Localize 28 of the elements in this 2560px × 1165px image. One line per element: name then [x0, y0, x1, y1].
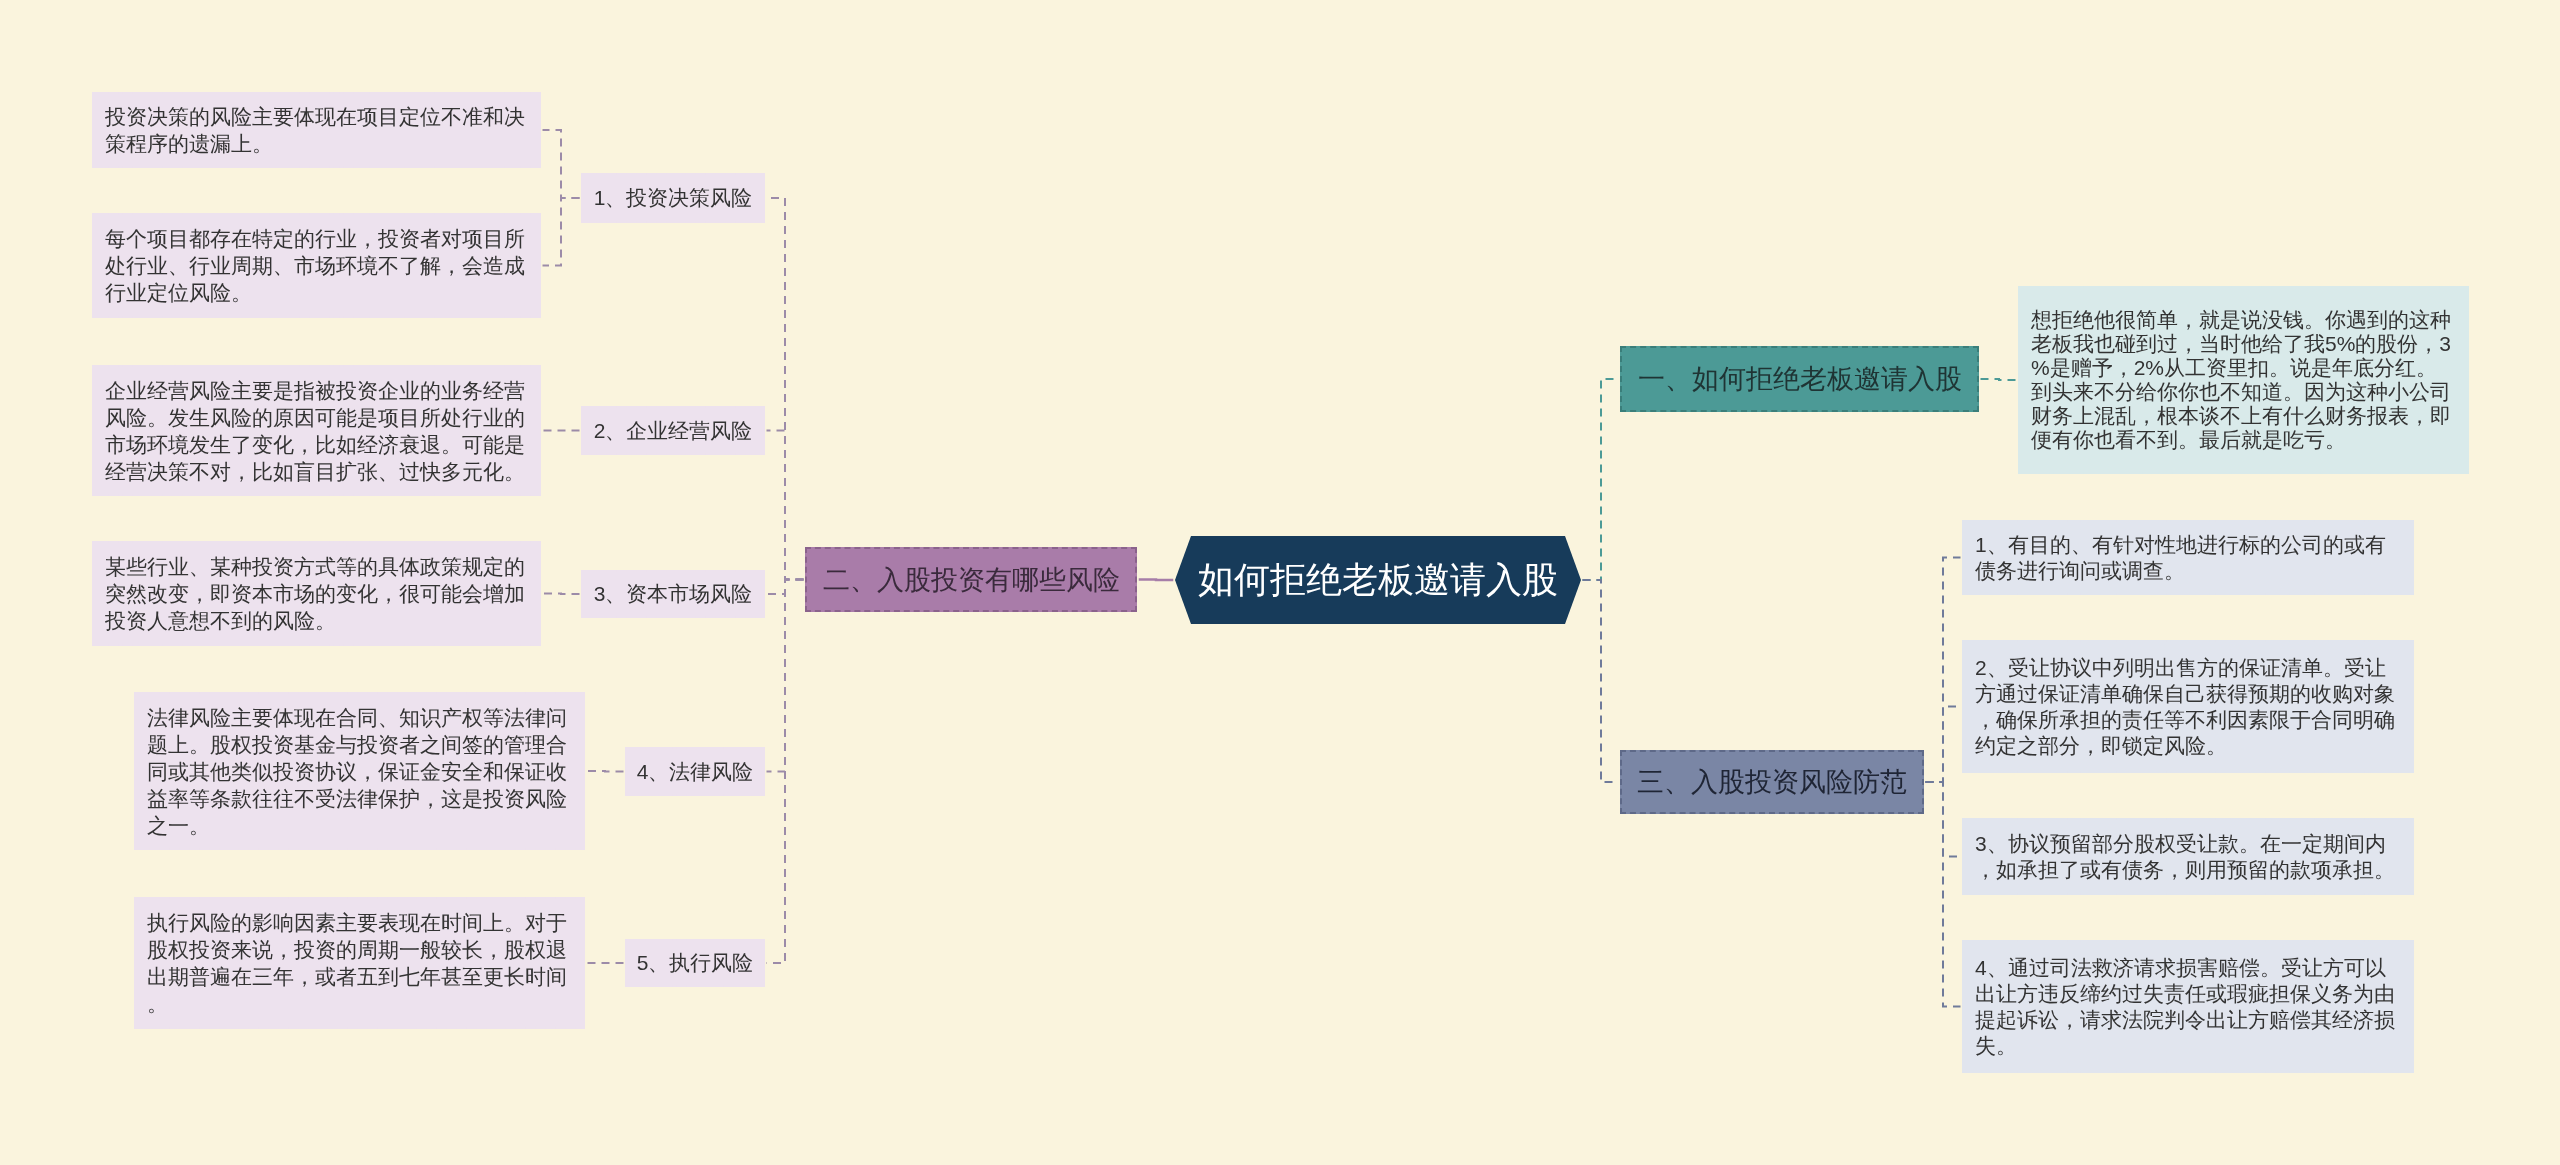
branch-box: 三、入股投资风险防范 [1620, 750, 1924, 814]
note-box: 每个项目都存在特定的行业，投资者对项目所处行业、行业周期、市场环境不了解，会造成行业定位风险。 [92, 213, 541, 318]
note-box: 法律风险主要体现在合同、知识产权等法律问题上。股权投资基金与投资者之间签的管理合同或其他类似投资协议，保证金安全和保证收益率等条款往往不受法律保护，这是投资风险之一。 [134, 692, 585, 850]
connector-line [585, 962, 625, 964]
note-box: 某些行业、某种投资方式等的具体政策规定的突然改变，即资本市场的变化，很可能会增加投资人意想不到的风险。 [92, 541, 541, 646]
connector-line [1979, 378, 2018, 381]
subtopic-box: 4、法律风险 [625, 747, 765, 796]
connector-line [1924, 781, 1962, 1008]
connector-line [585, 770, 625, 773]
subtopic-box: 1、投资决策风险 [581, 173, 765, 223]
connector-line [541, 592, 581, 595]
note-box: 执行风险的影响因素主要表现在时间上。对于股权投资来说，投资的周期一般较长，股权退出期普遍在三年，或者五到七年甚至更长时间。 [134, 897, 585, 1029]
note-box: 1、有目的、有针对性地进行标的公司的或有债务进行询问或调查。 [1962, 520, 2414, 595]
note-box: 投资决策的风险主要体现在项目定位不准和决策程序的遗漏上。 [92, 92, 541, 168]
note-box: 企业经营风险主要是指被投资企业的业务经营风险。发生风险的原因可能是项目所处行业的市场环境发生了变化，比如经济衰退。可能是经营决策不对，比如盲目扩张、过快多元化。 [92, 365, 541, 496]
connector-line [541, 429, 581, 432]
subtopic-box: 2、企业经营风险 [581, 406, 765, 455]
topic-hexagon: 如何拒绝老板邀请入股 [1175, 536, 1581, 624]
branch-box: 一、如何拒绝老板邀请入股 [1620, 346, 1979, 412]
subtopic-box: 5、执行风险 [625, 939, 765, 987]
note-box: 2、受让协议中列明出售方的保证清单。受让方通过保证清单确保自己获得预期的收购对象，确保所承担的责任等不利因素限于合同明确约定之部分，即锁定风险。 [1962, 640, 2414, 773]
note-box: 4、通过司法救济请求损害赔偿。受让方可以出让方违反缔约过失责任或瑕疵担保义务为由提起诉讼，请求法院判令出让方赔偿其经济损失。 [1962, 940, 2414, 1073]
note-box: 3、协议预留部分股权受让款。在一定期间内，如承担了或有债务，则用预留的款项承担。 [1962, 818, 2414, 895]
connector-line [1138, 578, 1174, 582]
connector-line [541, 197, 581, 267]
subtopic-box: 3、资本市场风险 [581, 570, 765, 618]
branch-box: 二、入股投资有哪些风险 [805, 547, 1137, 612]
note-box: 想拒绝他很简单，就是说没钱。你遇到的这种老板我也碰到过，当时他给了我5%的股份，3%是赠予，2%从工资里扣。说是年底分红。到头来不分给你你也不知道。因为这种小公司财务上混乱，根本谈不上有什么财务报表，即便有你也看不到。最后就是吃亏。 [2018, 286, 2469, 474]
